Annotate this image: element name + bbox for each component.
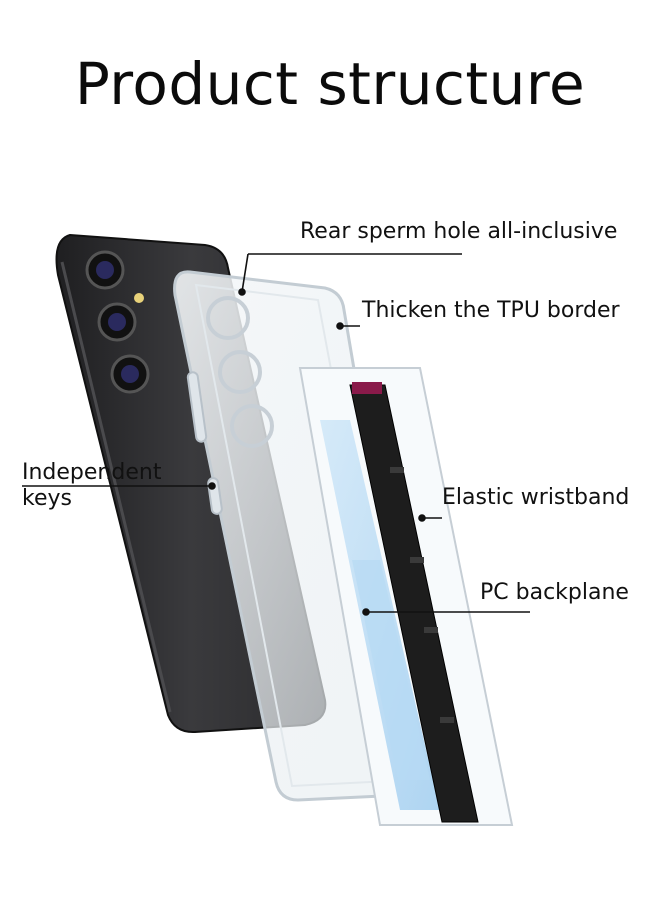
callout-lines [22,253,530,616]
callout-elastic-wristband: Elastic wristband [442,485,630,510]
camera-lens-icon [85,250,150,394]
callout-independent-keys-line1: Independent [22,460,162,485]
callout-independent-keys-line2: keys [22,486,72,511]
callout-pc-backplane: PC backplane [480,580,629,605]
page-title: Product structure [74,50,586,118]
elastic-wristband [349,382,479,823]
callout-rear-hole: Rear sperm hole all-inclusive [300,219,618,244]
callout-tpu-border: Thicken the TPU border [362,298,620,323]
